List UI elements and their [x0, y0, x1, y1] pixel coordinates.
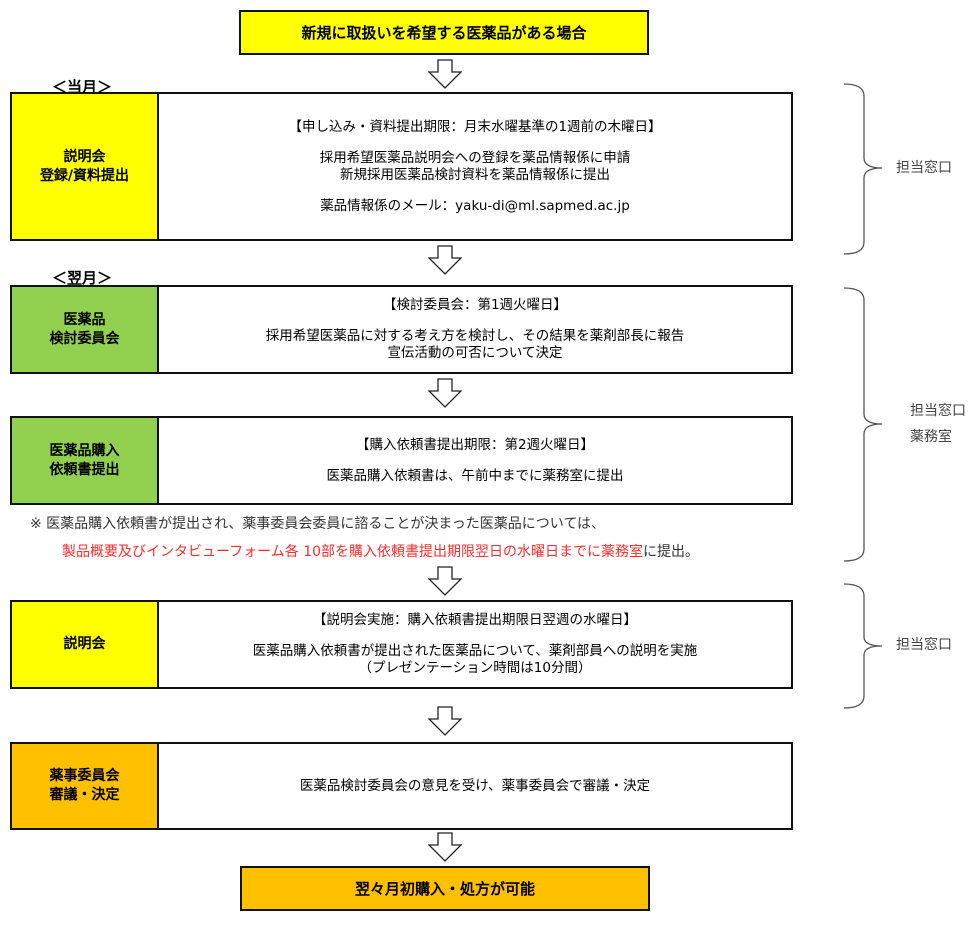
step-pharmacy-committee: 薬事委員会 審議・決定 医薬品検討委員会の意見を受け、薬事委員会で審議・決定 — [10, 742, 793, 830]
step-body: 【検討委員会：第1週火曜日】 採用希望医薬品に対する考え方を検討し、その結果を薬… — [159, 287, 791, 372]
down-arrow-icon — [428, 245, 462, 275]
step-text: 採用希望医薬品説明会への登録を薬品情報係に申請 — [319, 149, 631, 166]
end-label: 翌々月初購入・処方が可能 — [354, 880, 535, 898]
step-briefing: 説明会 【説明会実施：購入依頼書提出期限日翌週の水曜日】 医薬品購入依頼書が提出… — [10, 600, 793, 689]
side-label-contact-1: 担当窓口 — [896, 155, 952, 181]
step-label: 薬事委員会 審議・決定 — [12, 744, 159, 828]
down-arrow-icon — [428, 59, 462, 89]
start-box: 新規に取扱いを希望する医薬品がある場合 — [239, 10, 649, 55]
end-box: 翌々月初購入・処方が可能 — [240, 866, 650, 911]
step-label: 医薬品購入 依頼書提出 — [12, 418, 159, 503]
step-label-line: 説明会 — [63, 636, 106, 652]
month-label-next: ＜翌月＞ — [52, 269, 113, 287]
step-review-committee: 医薬品 検討委員会 【検討委員会：第1週火曜日】 採用希望医薬品に対する考え方を… — [10, 285, 793, 374]
step-text: 医薬品購入依頼書が提出された医薬品について、薬剤部員への説明を実施 — [252, 643, 698, 659]
side-label-line: 担当窓口 — [896, 637, 952, 653]
step-label: 医薬品 検討委員会 — [12, 287, 159, 372]
side-label-contact-3: 担当窓口 — [896, 632, 952, 658]
step-label-line: 薬事委員会 — [49, 768, 120, 784]
step-label-line: 検討委員会 — [49, 330, 120, 347]
step-text: 医薬品検討委員会の意見を受け、薬事委員会で審議・決定 — [299, 777, 651, 794]
step-deadline: 【検討委員会：第1週火曜日】 — [382, 297, 568, 313]
step-body: 医薬品検討委員会の意見を受け、薬事委員会で審議・決定 — [159, 744, 791, 828]
side-label-line: 担当窓口 — [910, 403, 966, 419]
right-brace-icon — [843, 83, 883, 255]
note-line-1: ※ 医薬品購入依頼書が提出され、薬事委員会委員に諮ることが決まった医薬品について… — [30, 516, 606, 532]
step-label-line: 依頼書提出 — [49, 461, 120, 478]
start-label: 新規に取扱いを希望する医薬品がある場合 — [301, 24, 587, 42]
step-deadline: 【申し込み・資料提出期限：月末水曜基準の1週前の木曜日】 — [288, 118, 662, 135]
step-label-line: 医薬品購入 — [49, 442, 120, 459]
down-arrow-icon — [428, 706, 462, 736]
step-text: 宣伝活動の可否について決定 — [387, 345, 563, 361]
step-label-line: 医薬品 — [63, 311, 106, 328]
step-body: 【申し込み・資料提出期限：月末水曜基準の1週前の木曜日】 採用希望医薬品説明会へ… — [159, 94, 791, 239]
down-arrow-icon — [428, 566, 462, 596]
step-registration: 説明会 登録/資料提出 【申し込み・資料提出期限：月末水曜基準の1週前の木曜日】… — [10, 92, 793, 241]
step-text: 採用希望医薬品に対する考え方を検討し、その結果を薬剤部長に報告 — [265, 328, 685, 344]
down-arrow-icon — [428, 378, 462, 408]
down-arrow-icon — [428, 832, 462, 862]
step-text: （プレゼンテーション時間は10分間） — [358, 660, 592, 676]
month-label-current: ＜当月＞ — [52, 78, 113, 96]
side-label-contact-2: 担当窓口 薬務室 — [910, 398, 966, 450]
note-line-2: 製品概要及びインタビューフォーム各 10部を購入依頼書提出期限翌日の水曜日までに… — [62, 543, 699, 561]
step-deadline: 【購入依頼書提出期限：第2週火曜日】 — [355, 436, 595, 453]
right-brace-icon — [843, 583, 883, 709]
contact-email: 薬品情報係のメール：yaku-di@ml.sapmed.ac.jp — [320, 197, 630, 214]
step-label-line: 登録/資料提出 — [39, 167, 130, 184]
step-text: 新規採用医薬品検討資料を薬品情報係に提出 — [340, 166, 610, 183]
note-tail: に提出。 — [643, 544, 700, 560]
step-text: 医薬品購入依頼書は、午前中までに薬務室に提出 — [326, 467, 624, 484]
step-body: 【購入依頼書提出期限：第2週火曜日】 医薬品購入依頼書は、午前中までに薬務室に提… — [159, 418, 791, 503]
step-purchase-request: 医薬品購入 依頼書提出 【購入依頼書提出期限：第2週火曜日】 医薬品購入依頼書は… — [10, 416, 793, 505]
note-highlight: 製品概要及びインタビューフォーム各 10部を購入依頼書提出期限翌日の水曜日までに… — [62, 544, 644, 560]
step-label: 説明会 — [12, 602, 159, 687]
step-label-line: 審議・決定 — [49, 787, 120, 803]
step-deadline: 【説明会実施：購入依頼書提出期限日翌週の水曜日】 — [313, 612, 637, 628]
right-brace-icon — [843, 287, 883, 562]
step-label: 説明会 登録/資料提出 — [12, 94, 159, 239]
step-label-line: 説明会 — [63, 148, 106, 165]
side-label-line: 担当窓口 — [896, 160, 952, 176]
step-body: 【説明会実施：購入依頼書提出期限日翌週の水曜日】 医薬品購入依頼書が提出された医… — [159, 602, 791, 687]
side-label-line: 薬務室 — [910, 429, 952, 445]
